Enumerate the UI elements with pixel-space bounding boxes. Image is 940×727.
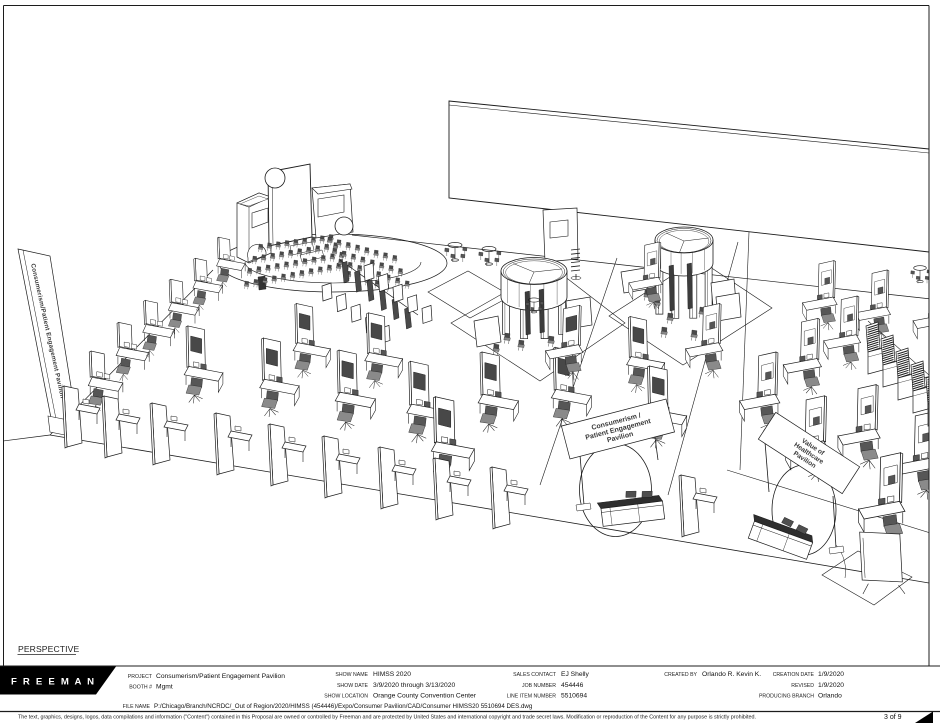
svg-text:CREATION DATE: CREATION DATE: [773, 672, 815, 678]
svg-text:REVISED: REVISED: [791, 683, 814, 689]
svg-text:Orlando: Orlando: [818, 693, 842, 700]
svg-text:5510694: 5510694: [561, 693, 587, 700]
svg-text:Mgmt: Mgmt: [156, 684, 173, 691]
svg-text:Orange County Convention Cente: Orange County Convention Center: [373, 693, 477, 700]
svg-text:SHOW DATE: SHOW DATE: [337, 683, 369, 689]
svg-text:P:/Chicago/Branch/NCRDC/_Out o: P:/Chicago/Branch/NCRDC/_Out of Region/2…: [154, 703, 533, 710]
svg-text:BOOTH #: BOOTH #: [129, 685, 152, 691]
svg-text:1/9/2020: 1/9/2020: [818, 682, 844, 689]
svg-text:PERSPECTIVE: PERSPECTIVE: [18, 644, 79, 654]
svg-text:SHOW NAME: SHOW NAME: [335, 672, 368, 678]
svg-text:3/9/2020 through 3/13/2020: 3/9/2020 through 3/13/2020: [373, 682, 455, 689]
svg-text:JOB NUMBER: JOB NUMBER: [522, 683, 556, 689]
svg-text:F R E E M A N: F R E E M A N: [11, 677, 96, 688]
svg-text:HIMSS 2020: HIMSS 2020: [373, 671, 411, 678]
svg-text:CREATED BY: CREATED BY: [664, 672, 697, 678]
svg-text:454446: 454446: [561, 682, 584, 689]
svg-text:The text, graphics, designs, l: The text, graphics, designs, logos, data…: [18, 715, 756, 721]
svg-text:1/9/2020: 1/9/2020: [818, 671, 844, 678]
svg-text:3 of 9: 3 of 9: [884, 714, 902, 721]
svg-text:FILE NAME: FILE NAME: [123, 704, 151, 710]
svg-text:SALES CONTACT: SALES CONTACT: [513, 672, 557, 678]
svg-text:Orlando R. Kevin K.: Orlando R. Kevin K.: [702, 671, 761, 678]
svg-text:Consumerism/Patient Engagement: Consumerism/Patient Engagement Pavilion: [156, 673, 285, 680]
svg-text:SHOW LOCATION: SHOW LOCATION: [324, 694, 368, 700]
svg-text:EJ Shelly: EJ Shelly: [561, 671, 590, 678]
svg-text:PROJECT: PROJECT: [128, 674, 153, 680]
svg-text:LINE ITEM NUMBER: LINE ITEM NUMBER: [507, 694, 557, 700]
svg-text:PRODUCING BRANCH: PRODUCING BRANCH: [759, 694, 814, 700]
